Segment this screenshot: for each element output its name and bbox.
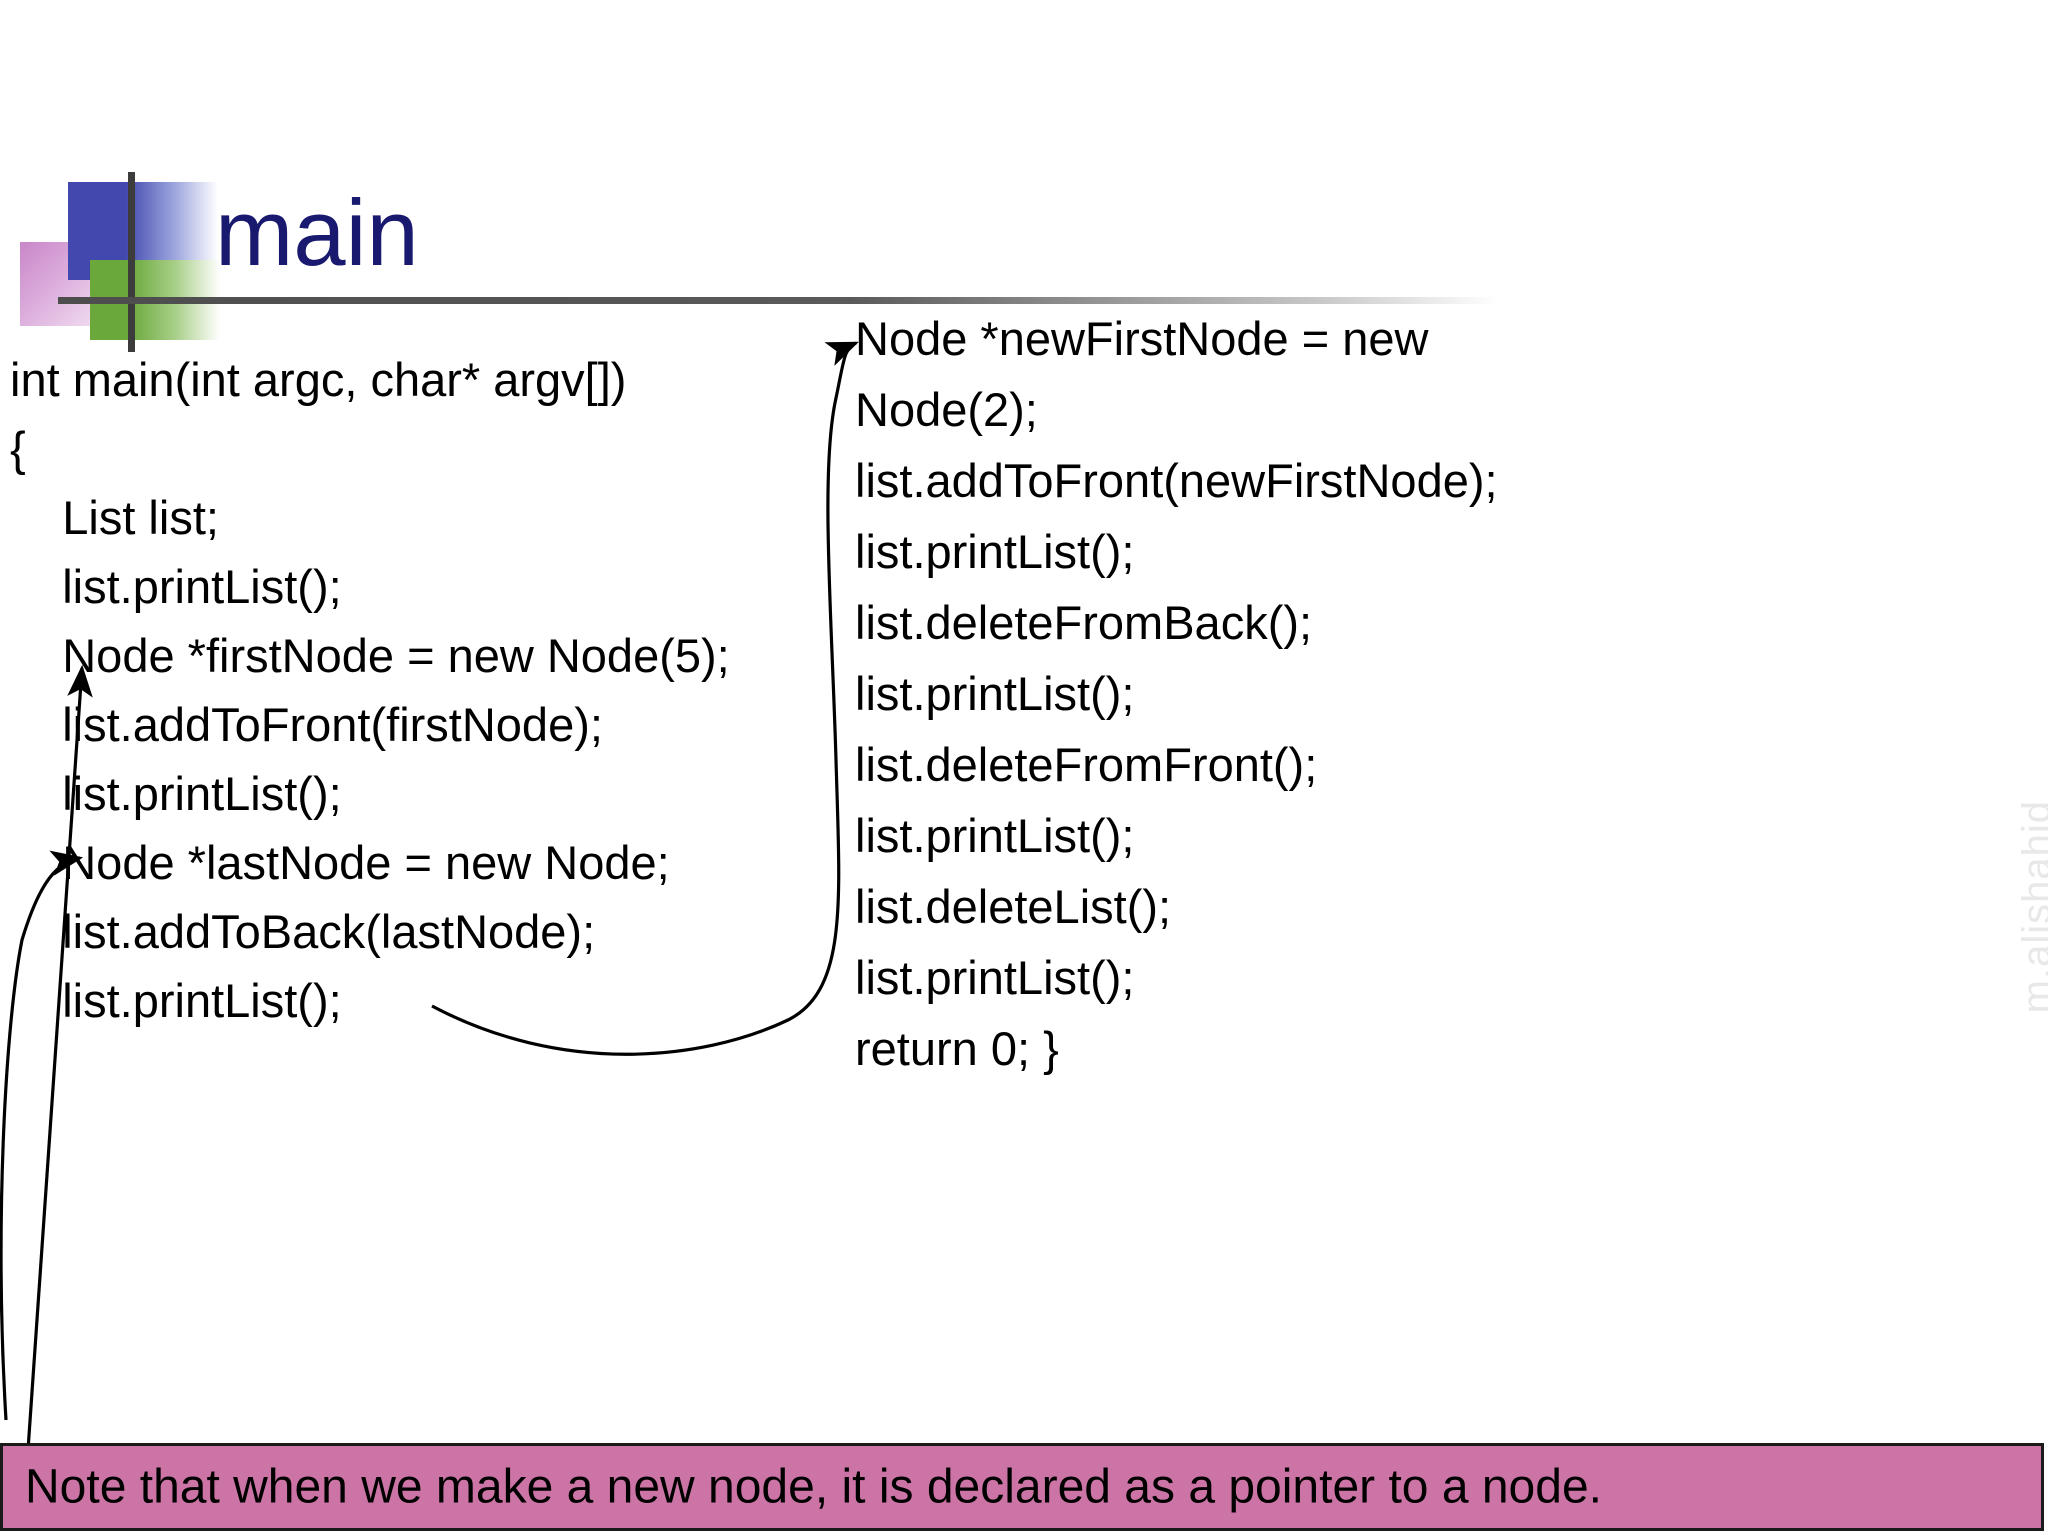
note-banner-text: Note that when we make a new node, it is… [25,1460,1602,1514]
code-line: list.addToBack(lastNode); [10,905,596,958]
code-line: int main(int argc, char* argv[]) [10,353,627,406]
code-line: list.addToFront(newFirstNode); [855,454,1498,507]
code-line: list.deleteFromBack(); [855,596,1313,649]
code-line: list.deleteList(); [855,880,1172,933]
decor-horizontal-rule [58,297,1498,304]
code-line: list.printList(); [855,809,1135,862]
page-title: main [215,180,419,285]
code-block-left: int main(int argc, char* argv[]) { List … [10,345,890,1035]
code-line: Node(2); [855,383,1038,436]
code-line: Node *firstNode = new Node(5); [10,629,730,682]
note-banner: Note that when we make a new node, it is… [0,1443,2044,1531]
code-line: Node *newFirstNode = new [855,312,1429,365]
code-line: { [10,422,26,475]
code-line: return 0; } [855,1022,1059,1075]
watermark-text: m.alishahid [2015,800,2048,1014]
code-line: list.printList(); [10,974,342,1027]
code-line: Node *lastNode = new Node; [10,836,670,889]
code-line: list.printList(); [855,525,1135,578]
code-block-right: Node *newFirstNode = new Node(2); list.a… [855,303,2048,1084]
code-line: list.printList(); [10,767,342,820]
code-line: list.printList(); [10,560,342,613]
code-line: list.addToFront(firstNode); [10,698,603,751]
code-line: list.deleteFromFront(); [855,738,1318,791]
decor-vertical-rule [128,172,135,352]
code-line: List list; [10,491,219,544]
code-line: list.printList(); [855,667,1135,720]
code-line: list.printList(); [855,951,1135,1004]
